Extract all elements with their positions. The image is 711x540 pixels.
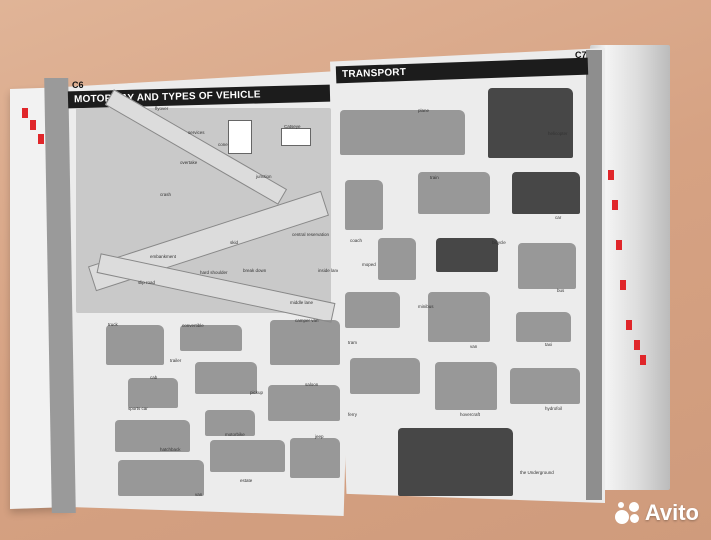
caption: inside lane xyxy=(318,268,340,273)
vehicle-illustration xyxy=(128,378,178,408)
thumb-index-tab xyxy=(30,120,36,130)
transport-illustration xyxy=(516,312,571,342)
caption: flyover xyxy=(155,106,169,111)
caption: plane xyxy=(418,108,430,113)
caption: the Underground xyxy=(520,470,554,475)
caption: van xyxy=(470,344,478,349)
thumb-index-tab xyxy=(22,108,28,118)
caption: crash xyxy=(160,192,172,197)
caption: taxi xyxy=(545,342,553,347)
caption: sports car xyxy=(128,406,148,411)
transport-illustration xyxy=(435,362,497,410)
caption: camper van xyxy=(295,318,319,323)
caption: hard shoulder xyxy=(200,270,228,275)
caption: middle lane xyxy=(290,300,314,305)
vehicle-illustration xyxy=(195,362,257,394)
caption: embankment xyxy=(150,254,177,259)
transport-illustration xyxy=(488,88,573,158)
caption: trailer xyxy=(170,358,182,363)
transport-illustration xyxy=(345,180,383,230)
caption: hatchback xyxy=(160,447,181,452)
caption: minibus xyxy=(418,304,434,309)
caption: cone xyxy=(218,142,228,147)
vehicle-illustration xyxy=(210,440,285,472)
caption: bus xyxy=(557,288,565,293)
caption: skid xyxy=(230,240,239,245)
caption: junction xyxy=(256,174,272,179)
caption: estate xyxy=(240,478,253,483)
right-page-number: C7 xyxy=(575,50,587,60)
caption: jeep xyxy=(315,434,324,439)
caption: car xyxy=(555,215,562,220)
caption: van xyxy=(195,492,203,497)
thumb-index-tab xyxy=(634,340,640,350)
caption: Catseye xyxy=(284,124,301,129)
caption: moped xyxy=(362,262,376,267)
caption: train xyxy=(430,175,439,180)
transport-illustration xyxy=(510,368,580,404)
transport-illustration xyxy=(518,243,576,289)
thumb-index-tab xyxy=(640,355,646,365)
transport-illustration xyxy=(512,172,580,214)
thumb-index-tab xyxy=(608,170,614,180)
transport-illustration xyxy=(340,110,465,155)
caption: overtake xyxy=(180,160,198,165)
caption: break down xyxy=(243,268,267,273)
thumb-index-tab xyxy=(612,200,618,210)
caption: coach xyxy=(350,238,363,243)
vehicle-illustration xyxy=(106,325,164,365)
transport-illustration xyxy=(345,292,400,328)
right-page-margin xyxy=(586,50,602,500)
caption: ferry xyxy=(348,412,357,417)
caption: cab xyxy=(150,375,158,380)
vehicle-illustration xyxy=(290,438,340,478)
caption: convertible xyxy=(182,323,204,328)
caption: tram xyxy=(348,340,357,345)
vehicle-illustration xyxy=(118,460,204,496)
vehicle-illustration xyxy=(205,410,255,436)
caption: motorbike xyxy=(225,432,245,437)
vehicle-illustration xyxy=(268,385,340,421)
thumb-index-tab xyxy=(626,320,632,330)
caption: pickup xyxy=(250,390,264,395)
caption: saloon xyxy=(305,382,319,387)
transport-illustration xyxy=(398,428,513,496)
transport-illustration xyxy=(378,238,416,280)
left-page-number: C6 xyxy=(72,80,84,90)
caption: central reservation xyxy=(292,232,330,237)
vehicle-illustration xyxy=(115,420,190,452)
vehicle-illustration xyxy=(270,320,340,365)
thumb-index-tab xyxy=(38,134,44,144)
transport-illustration xyxy=(350,358,420,394)
caption: hydrofoil xyxy=(545,406,563,411)
transport-illustration xyxy=(428,292,490,342)
caption: truck xyxy=(108,322,118,327)
avito-logo-icon xyxy=(614,502,641,524)
vehicle-illustration xyxy=(180,325,242,351)
caption: slip road xyxy=(138,280,156,285)
transport-illustration xyxy=(436,238,498,272)
avito-watermark: Avito xyxy=(614,500,699,526)
caption: bicycle xyxy=(492,240,506,245)
thumb-index-tab xyxy=(620,280,626,290)
thumb-index-tab xyxy=(616,240,622,250)
motorway-illustration xyxy=(76,89,336,323)
caption: services xyxy=(188,130,205,135)
caption: helicopter xyxy=(548,131,568,136)
caption: hovercraft xyxy=(460,412,481,417)
avito-text: Avito xyxy=(644,500,699,525)
transport-illustration xyxy=(418,172,490,214)
